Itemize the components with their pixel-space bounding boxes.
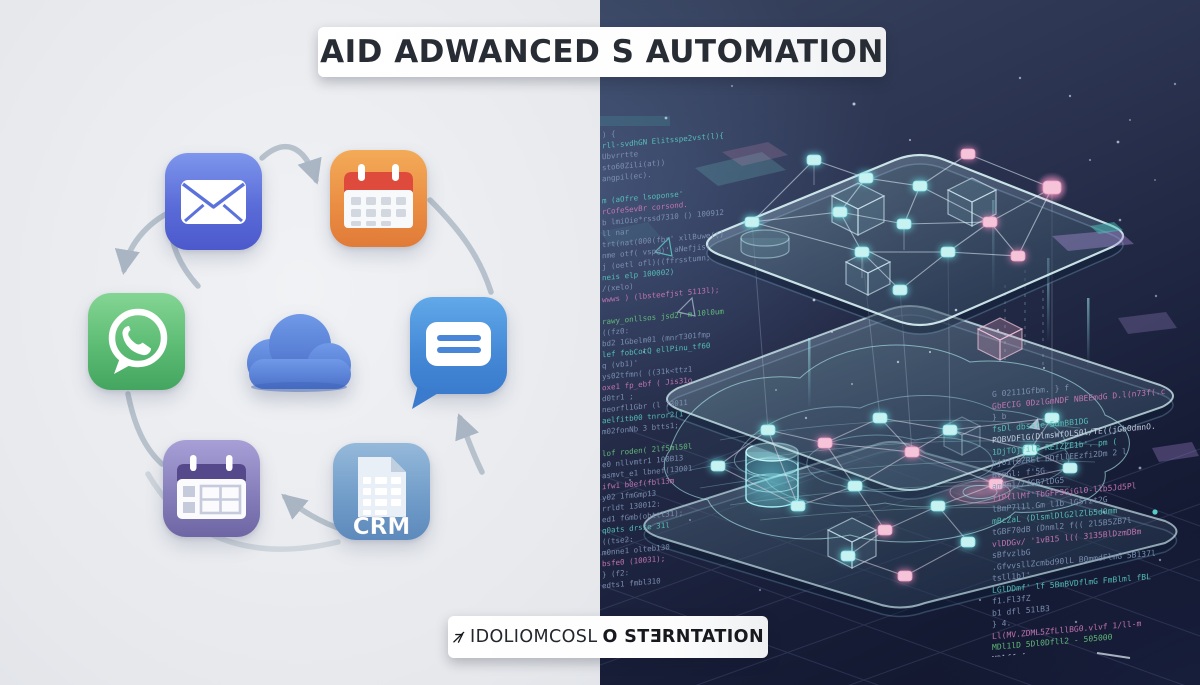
slashed-monogram-icon [453,631,465,643]
planner-glyph [177,455,246,519]
title-banner: AID ADWANCED S AUTOMATION [318,27,886,77]
cloud-glyph [247,314,351,392]
planner-calendar-icon [163,440,260,537]
envelope-glyph [181,180,246,224]
cloud-icon [237,303,355,399]
brand-text-bold: O STƎRNTATION [602,627,764,647]
brand-text-light: IDOLIOMCOSL [470,627,598,647]
ai-layers-scene [600,76,1200,685]
glass-plate-middle [666,305,1174,500]
flat-puck [740,229,790,259]
phone-bubble-glyph [108,308,168,374]
triangle-markers [653,236,1040,430]
calendar-glyph [344,164,413,228]
network-top [744,148,1068,296]
whatsapp-icon [88,293,185,390]
message-glyph [426,322,491,366]
network-middle [710,412,1078,582]
pink-cube [976,317,1024,361]
crm-sheet-glyph: CRM [352,457,411,540]
cycle-arrows [114,143,494,552]
crm-label: CRM [353,514,410,540]
wireframe-cubes-top [830,177,998,296]
integrations-panel: CRM [0,0,600,685]
crm-spreadsheet-icon: CRM [333,443,430,540]
bright-streak [1096,652,1131,659]
database-cylinder-icon [736,442,808,514]
calendar-icon [330,150,427,247]
accent-slabs [600,116,788,246]
brand-banner: IDOLIOMCOSL O STƎRNTATION [448,616,768,658]
accent-chips-right [1052,222,1199,462]
poster-title: AID ADWANCED S AUTOMATION [320,34,884,70]
email-icon [165,153,262,250]
chat-bubble-icon [410,297,507,394]
